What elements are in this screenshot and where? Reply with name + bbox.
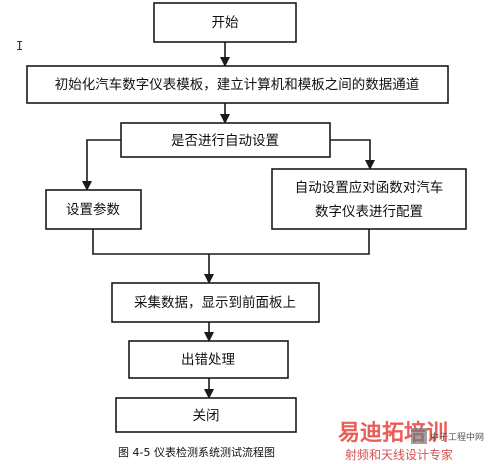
set-params-label: 设置参数: [66, 201, 120, 218]
decision-node: 是否进行自动设置: [120, 122, 331, 158]
close-label: 关闭: [193, 408, 220, 424]
error-node: 出错处理: [128, 340, 289, 379]
decision-label: 是否进行自动设置: [171, 133, 279, 149]
merge-line: [92, 229, 370, 255]
figure-caption: 图 4-5 仪表检测系统测试流程图: [118, 445, 275, 459]
start-label: 开始: [212, 15, 239, 31]
watermark-logo-text: 中子工程中网: [430, 431, 484, 443]
init-node: 初始化汽车数字仪表模板，建立计算机和模板之间的数据通道: [26, 65, 449, 104]
branch-right-line: [330, 139, 375, 170]
watermark-subtitle: 射频和天线设计专家: [345, 447, 453, 462]
auto-config-label-line2: 数字仪表进行配置: [315, 204, 423, 220]
auto-config-node: 自动设置应对函数对汽车 数字仪表进行配置: [271, 168, 467, 230]
branch-left-line: [82, 139, 121, 191]
collect-node: 采集数据，显示到前面板上: [111, 282, 320, 323]
set-params-node: 设置参数: [45, 189, 142, 230]
watermark-logo-icon: 中子工程中网: [411, 428, 484, 444]
watermark-brand: 易迪拓培训: [338, 420, 448, 446]
init-label: 初始化汽车数字仪表模板，建立计算机和模板之间的数据通道: [55, 76, 420, 93]
start-node: 开始: [153, 2, 297, 43]
error-label: 出错处理: [181, 352, 235, 368]
watermark: 易迪拓培训 射频和天线设计专家 中子工程中网: [338, 420, 484, 462]
auto-config-label-line1: 自动设置应对函数对汽车: [295, 179, 444, 196]
close-node: 关闭: [115, 397, 297, 433]
collect-label: 采集数据，显示到前面板上: [134, 294, 296, 311]
text-cursor-icon: I: [16, 39, 23, 53]
